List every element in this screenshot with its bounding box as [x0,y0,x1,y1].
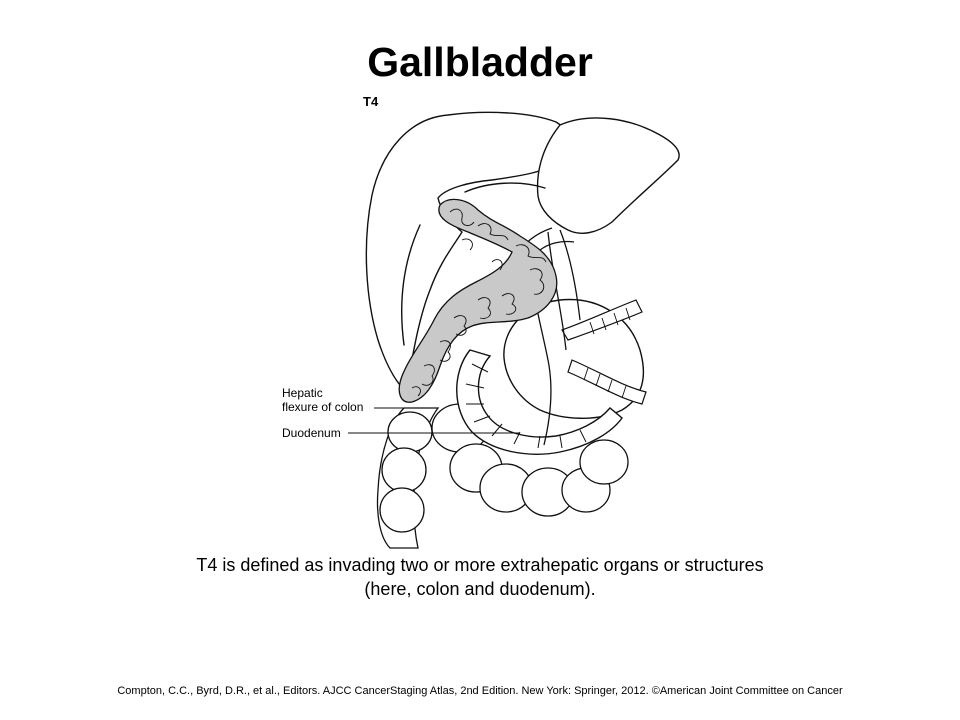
caption-line2: (here, colon and duodenum). [364,579,596,599]
colon-loop [579,439,629,485]
slide-title: Gallbladder [367,39,593,85]
colon-haustra [379,487,425,533]
caption: T4 is defined as invading two or more ex… [0,553,960,601]
colon-haustra [387,411,433,453]
liver-fold [401,224,421,346]
source-credit: Compton, C.C., Byrd, D.R., et al., Edito… [117,685,843,697]
hepatic-artery [559,229,581,321]
small-bowel [567,359,647,405]
liver-left-lobe [536,117,680,234]
caption-line1: T4 is defined as invading two or more ex… [196,555,764,575]
hepatic-flexure-label-line1: Hepatic [282,386,323,400]
pancreas-tail [561,299,643,341]
stage-label: T4 [363,94,379,109]
colon-haustra [381,447,427,493]
hepatic-flexure-label-line2: flexure of colon [282,400,363,414]
duodenum-label: Duodenum [282,426,341,440]
liver-lower-contour [464,182,546,193]
tumor-mass [398,198,558,403]
